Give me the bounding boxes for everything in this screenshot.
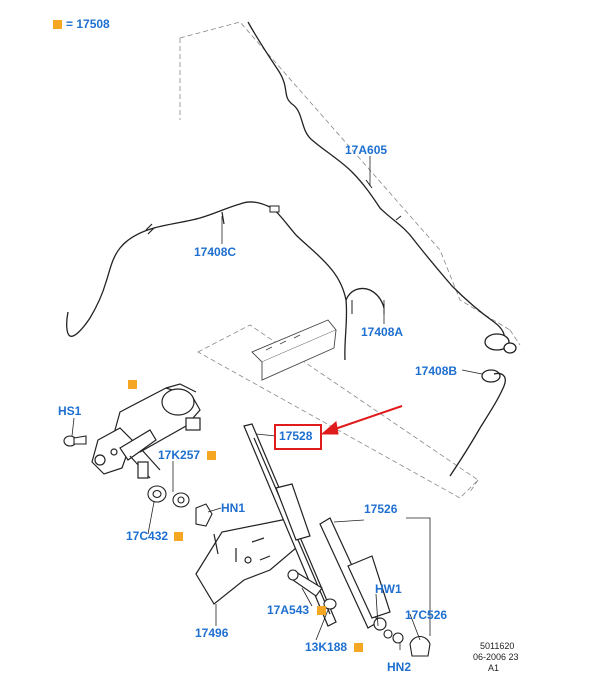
bushing-17c432 <box>147 485 167 503</box>
marker-13k188 <box>354 643 363 652</box>
leader-lines <box>71 156 483 650</box>
label-17a605: 17A605 <box>345 143 388 157</box>
label-17k257: 17K257 <box>158 448 201 462</box>
hose-17408a-tick <box>351 300 385 314</box>
cap-17c526 <box>409 635 431 657</box>
marker-17c432 <box>174 532 183 541</box>
hose-17408a <box>345 287 385 309</box>
marker-motor <box>128 380 137 389</box>
marker-17k257 <box>207 451 216 460</box>
hose-17408c-clip <box>145 223 155 235</box>
hose-17408c-clip-2 <box>221 211 225 225</box>
red-pointer-arrow <box>320 405 403 435</box>
reference-revision: A1 <box>488 663 500 673</box>
hose-17408c-connector <box>269 205 280 213</box>
legend-marker <box>53 20 62 29</box>
grommet-17k257 <box>172 492 190 508</box>
lamp-housing <box>251 319 337 381</box>
label-hn2: HN2 <box>387 660 412 674</box>
hose-17a605-clip <box>365 179 373 189</box>
sleeve-17a543 <box>287 569 323 597</box>
hose-17408c <box>66 201 348 361</box>
highlight-box-17528 <box>274 424 322 450</box>
reference-date: 06-2006 23 <box>473 652 519 662</box>
nut-hn1 <box>195 503 213 527</box>
screw-hs1 <box>63 435 87 447</box>
label-17a543: 17A543 <box>267 603 310 617</box>
marker-17a543 <box>317 606 326 615</box>
label-13k188: 13K188 <box>305 640 348 654</box>
label-17408a: 17408A <box>361 325 404 339</box>
label-hw1: HW1 <box>375 582 402 596</box>
label-17526: 17526 <box>364 502 398 516</box>
cover-17496 <box>195 517 297 605</box>
label-17528: 17528 <box>279 429 313 443</box>
washer-hw1 <box>383 629 404 644</box>
wiper-motor <box>91 383 201 479</box>
legend-text: = 17508 <box>66 17 110 31</box>
label-17408c: 17408C <box>194 245 237 259</box>
label-hn1: HN1 <box>221 501 246 515</box>
phantom-liftgate-outline <box>197 324 479 499</box>
washer-13k188 <box>323 598 337 610</box>
label-17c526: 17C526 <box>405 608 448 622</box>
hose-17a605-clip-2 <box>395 215 402 221</box>
wiper-blade-17528 <box>243 423 337 627</box>
hose-17408b-assembly <box>449 333 517 477</box>
label-hs1: HS1 <box>58 404 82 418</box>
label-17408b: 17408B <box>415 364 458 378</box>
label-17c432: 17C432 <box>126 529 169 543</box>
reference-number: 5011620 <box>480 641 515 651</box>
phantom-body-outline <box>179 21 521 346</box>
hose-17a605 <box>247 21 506 343</box>
label-17496: 17496 <box>195 626 229 640</box>
